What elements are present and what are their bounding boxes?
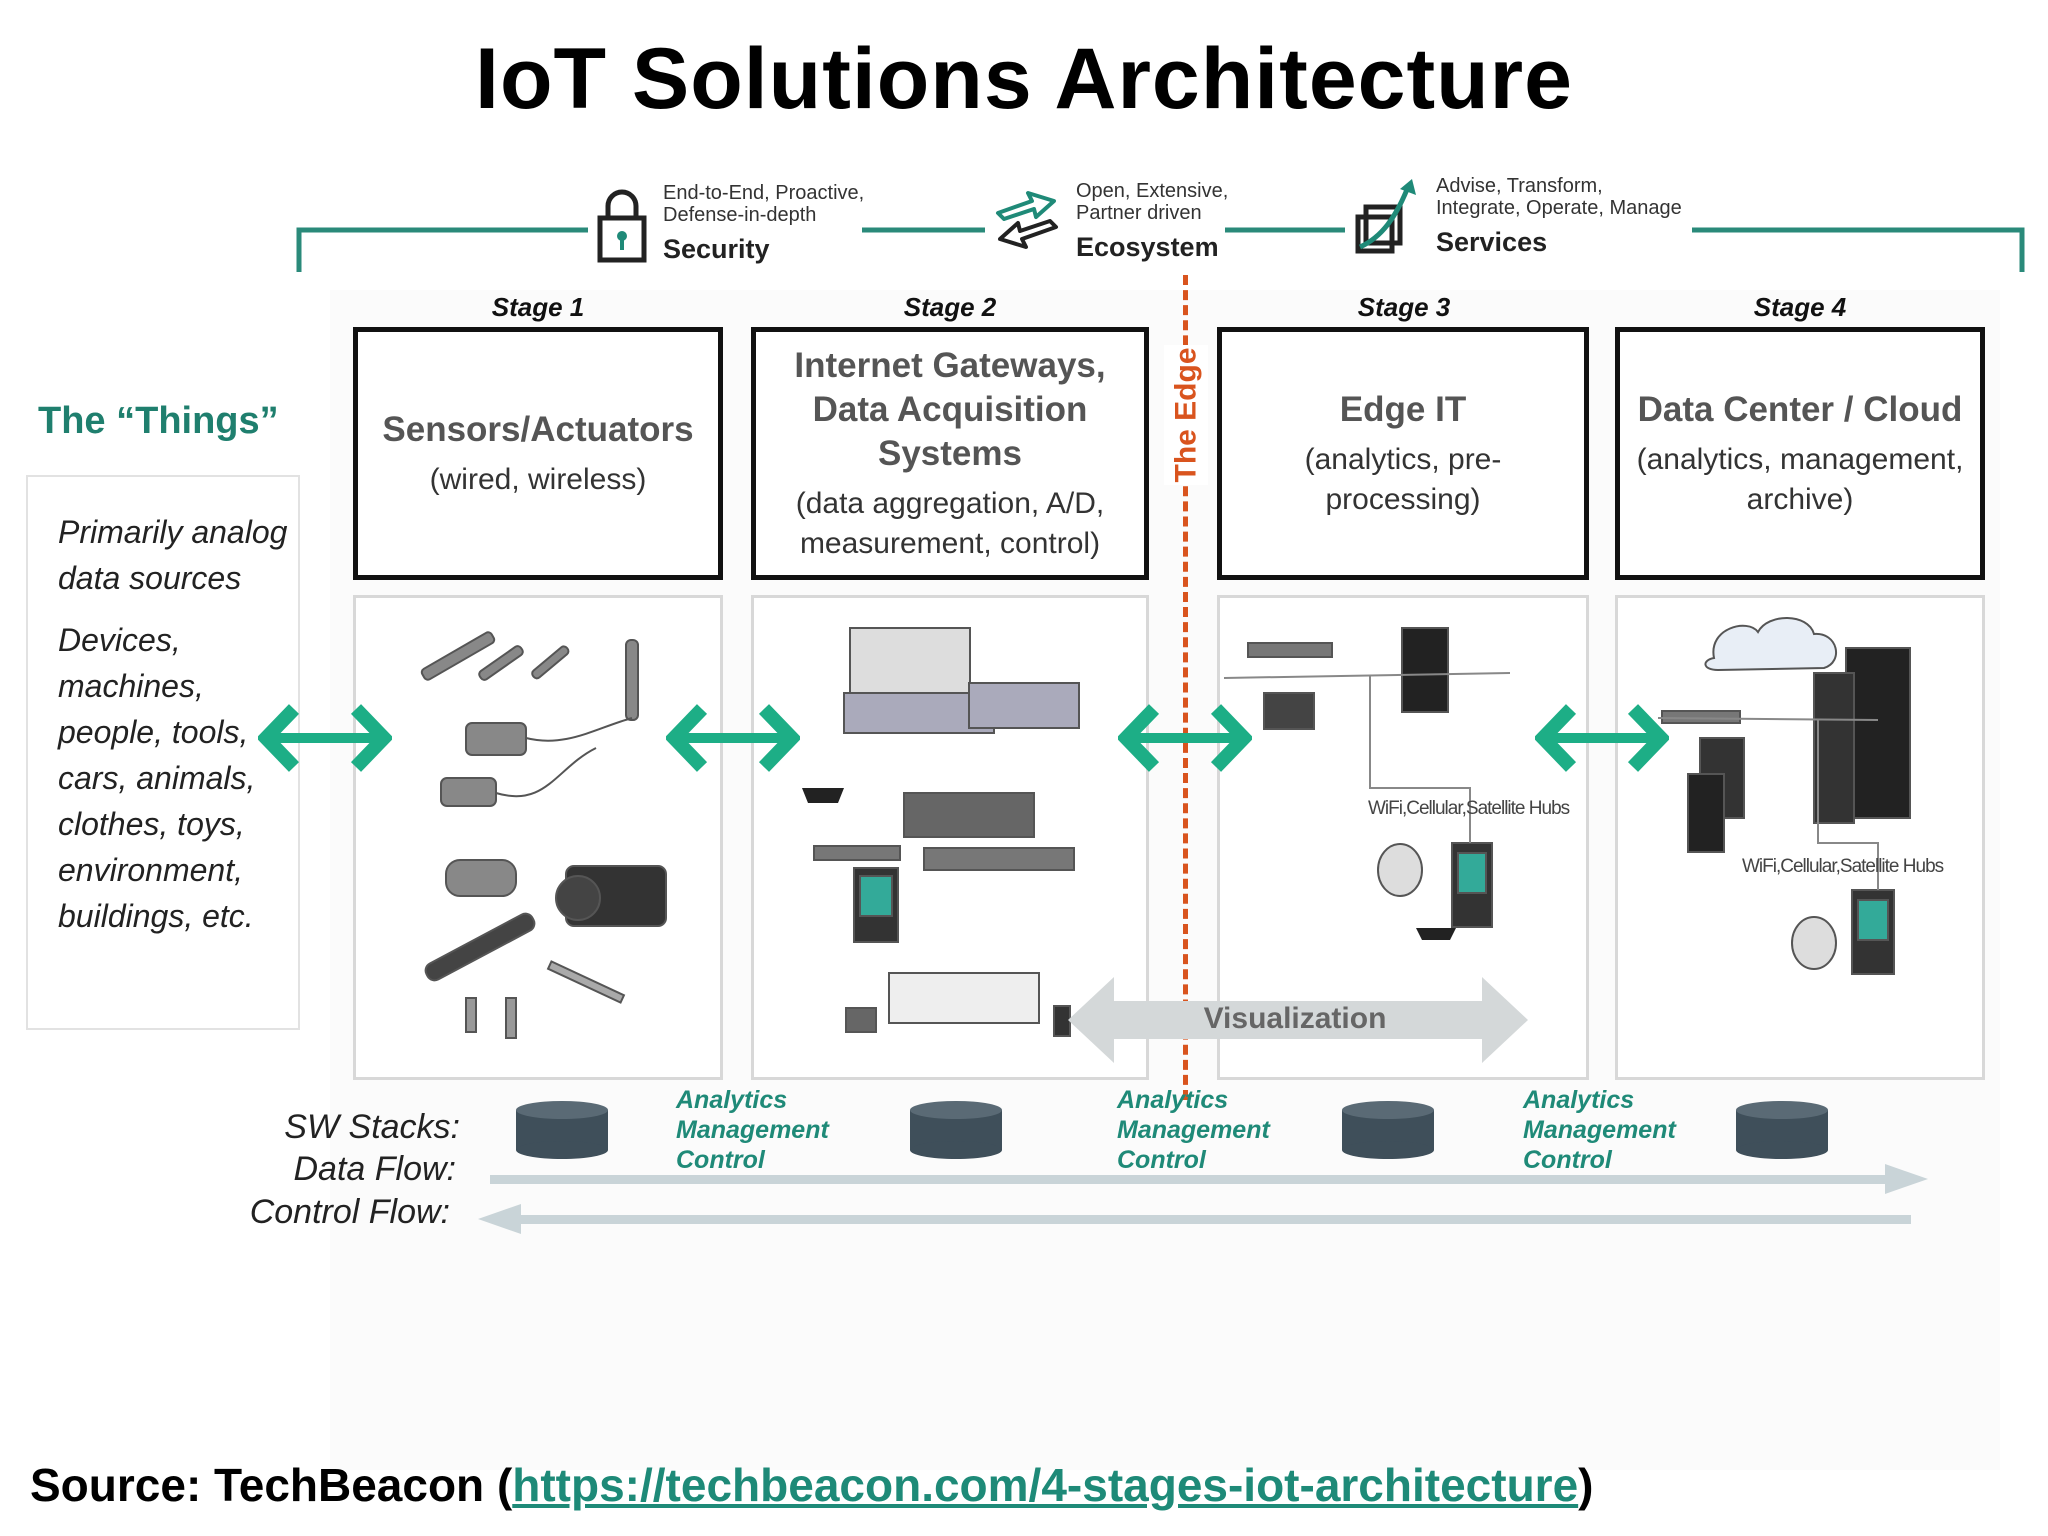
edge-it-hardware-illustration [1223,627,1511,940]
double-arrow-icon [258,704,392,772]
source-suffix: ) [1578,1459,1594,1511]
sw-stacks-label: SW Stacks: [284,1108,460,1146]
hub-caption-stage-3: WiFi,Cellular,Satellite Hubs [1368,798,1570,819]
double-arrow-icon [666,704,800,772]
stage-2-box: Internet Gateways, Data Acquisition Syst… [751,327,1149,580]
double-arrow-icon [1118,704,1252,772]
stage-1-label: Stage 1 [491,292,585,322]
stage-3-subtitle: (analytics, pre-processing) [1304,442,1502,516]
amc-control: Control [1523,1146,1612,1174]
stage-3-box: Edge IT (analytics, pre-processing) [1217,327,1589,580]
page-title: IoT Solutions Architecture [475,31,1573,127]
stage-2-panel [751,595,1149,1080]
pillar-ecosystem-line2: Partner driven [1076,202,1202,224]
source-link[interactable]: https://techbeacon.com/4-stages-iot-arch… [512,1459,1579,1511]
amc-management: Management [676,1116,829,1144]
hub-caption-stage-4: WiFi,Cellular,Satellite Hubs [1742,856,1944,877]
amc-management: Management [1117,1116,1270,1144]
stage-4-label: Stage 4 [1753,292,1847,322]
stage-1-title: Sensors/Actuators [382,409,694,449]
pillar-ecosystem-label: Ecosystem [1076,232,1219,262]
control-flow-arrow [478,1204,1911,1234]
sensors-hardware-illustration [420,631,667,1039]
control-flow-label: Control Flow: [249,1193,450,1231]
source-citation: Source: TechBeacon (https://techbeacon.c… [30,1458,1593,1512]
stage-4-subtitle: (analytics, management, archive) [1636,442,1964,516]
stage-3-panel [1217,595,1589,1080]
stage-3-label: Stage 3 [1357,292,1451,322]
stage-3-title: Edge IT [1339,389,1467,429]
datacenter-hardware-illustration [1657,617,1911,975]
database-icon [1342,1101,1434,1159]
data-flow-arrow [490,1164,1928,1194]
amc-analytics: Analytics [676,1086,788,1114]
amc-group-1: Analytics Management Control [676,1085,829,1175]
things-title: The “Things” [38,400,279,442]
database-icon [910,1101,1002,1159]
stage-1-subtitle: (wired, wireless) [429,462,647,496]
pillar-services-line1: Advise, Transform, [1436,175,1603,197]
pillar-security-line2: Defense-in-depth [663,204,817,226]
pillar-ecosystem-line1: Open, Extensive, [1076,180,1229,202]
data-flow-label: Data Flow: [293,1150,457,1188]
pillar-security: End-to-End, Proactive, Defense-in-depth … [595,182,864,265]
stage-4-title: Data Center / Cloud [1637,389,1963,429]
database-icon [516,1101,608,1159]
source-prefix: Source: TechBeacon ( [30,1459,513,1511]
stage-1-panel [353,595,723,1080]
stage-2-subtitle: (data aggregation, A/D, measurement, con… [795,486,1105,560]
amc-control: Control [1117,1146,1206,1174]
visualization-label: Visualization [1203,1002,1387,1035]
pillar-security-line1: End-to-End, Proactive, [663,182,865,204]
things-box: Primarily analog data sources Devices, m… [26,475,300,1030]
things-text-analog: Primarily analog data sources [58,514,288,596]
stage-1-box: Sensors/Actuators (wired, wireless) [353,327,723,580]
stage-2-title: Internet Gateways, Data Acquisition Syst… [794,345,1106,473]
stage-4-panel [1615,595,1985,1080]
stage-4-box: Data Center / Cloud (analytics, manageme… [1615,327,1985,580]
padlock-icon [597,189,647,262]
edge-label: The Edge [1164,345,1208,485]
edge-divider-line [1183,275,1188,1100]
pillar-services-line2: Integrate, Operate, Manage [1436,197,1682,219]
pillar-security-label: Security [663,234,770,264]
amc-group-2: Analytics Management Control [1117,1085,1270,1175]
amc-control: Control [676,1146,765,1174]
visualization-arrow [1068,977,1528,1063]
growth-arrow-icon [1355,178,1416,253]
gateway-hardware-illustration [802,627,1080,1037]
amc-analytics: Analytics [1117,1086,1229,1114]
pillar-services: Advise, Transform, Integrate, Operate, M… [1352,175,1682,258]
amc-analytics: Analytics [1523,1086,1635,1114]
database-icon [1736,1101,1828,1159]
pillar-services-label: Services [1436,227,1548,257]
edge-label-text: The Edge [1169,347,1203,483]
things-text-devices: Devices, machines, people, tools, cars, … [58,622,256,934]
stage-2-label: Stage 2 [903,292,997,322]
handshake-arrows-icon [996,190,1058,249]
double-arrow-icon [1535,704,1669,772]
amc-management: Management [1523,1116,1676,1144]
pillar-ecosystem: Open, Extensive, Partner driven Ecosyste… [992,180,1228,263]
top-bracket [296,227,2025,272]
amc-group-3: Analytics Management Control [1523,1085,1676,1175]
